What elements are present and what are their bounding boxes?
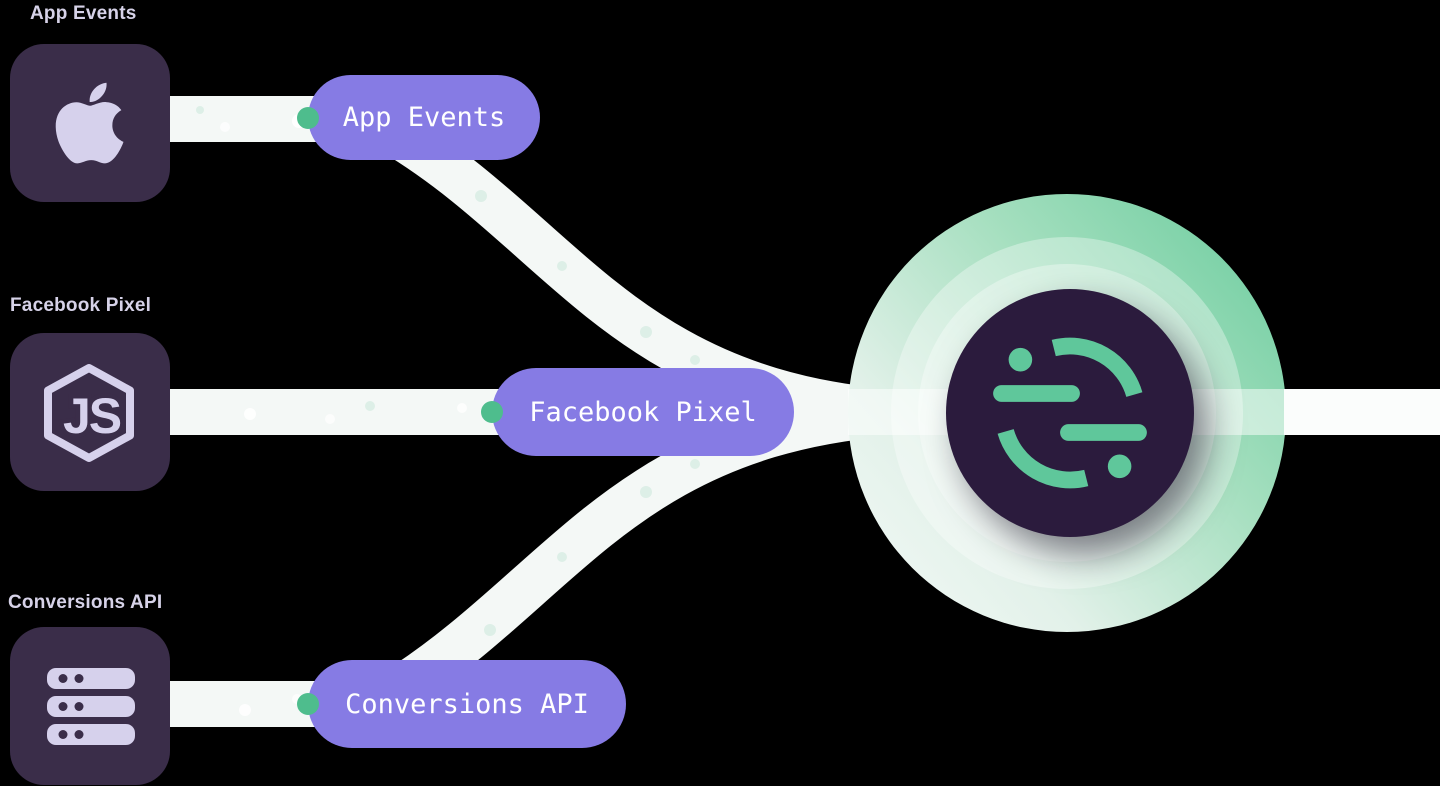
server-stack-icon (47, 667, 135, 745)
hub-core (946, 289, 1194, 537)
connector-dot (481, 401, 503, 423)
pill-label: App Events (342, 102, 506, 133)
connector-dot (297, 693, 319, 715)
connector-dot (297, 106, 319, 129)
pill-label: Facebook Pixel (529, 396, 757, 428)
pill-conversions-api: Conversions API (297, 660, 626, 748)
nodejs-hexagon-icon: JS (44, 364, 134, 462)
pill-label: Conversions API (345, 688, 589, 720)
apple-icon (55, 82, 124, 164)
segment-logo-icon (993, 337, 1147, 489)
source-label-app-events: App Events (30, 3, 137, 24)
source-tile-app-events (10, 44, 170, 202)
source-label-facebook-pixel: Facebook Pixel (10, 295, 152, 316)
source-tile-conversions-api (10, 627, 170, 785)
output-pipe (1284, 389, 1440, 435)
pill-app-events: App Events (297, 75, 540, 160)
pill-facebook-pixel: Facebook Pixel (481, 368, 794, 456)
source-tile-facebook-pixel: JS (10, 333, 170, 491)
nodejs-js-text: JS (63, 388, 121, 444)
source-label-conversions-api: Conversions API (8, 592, 163, 613)
